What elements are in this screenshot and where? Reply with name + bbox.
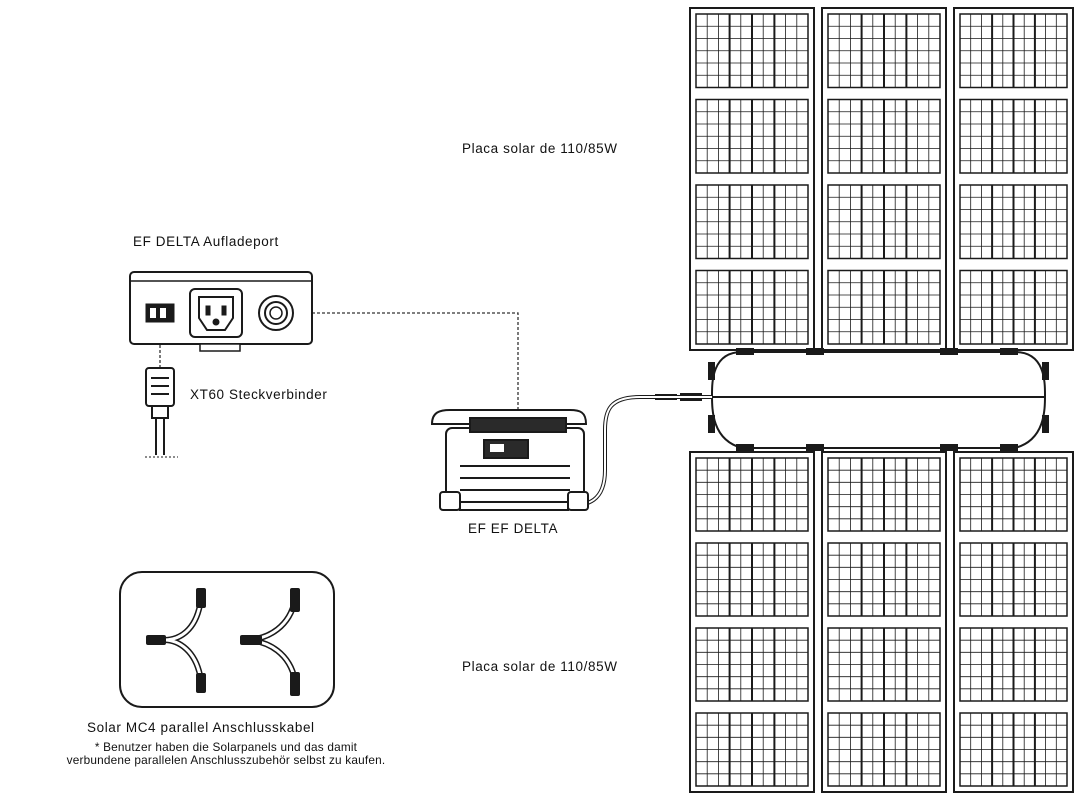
mc4-connector — [806, 348, 824, 355]
cable-loop-left — [710, 351, 743, 449]
charging-port-label: EF DELTA Aufladeport — [133, 234, 279, 249]
charging-port-panel-icon — [129, 271, 313, 352]
solar-panel-cell — [959, 98, 1068, 174]
mc4-connector — [1042, 362, 1049, 380]
power-station-label: EF EF DELTA — [468, 521, 559, 536]
solar-panel-cell — [827, 269, 941, 345]
solar-panel-cell — [695, 542, 809, 617]
purchase-note-line-2: verbundene parallelen Anschlusszubehör s… — [66, 753, 386, 767]
solar-panel-cell — [827, 712, 941, 787]
solar-panel-cell — [827, 184, 941, 260]
solar-panel-cell — [695, 269, 809, 345]
solar-panel-cell — [827, 627, 941, 702]
mc4-connector — [806, 444, 824, 451]
mc4-connector — [940, 444, 958, 451]
solar-panel-cell — [827, 457, 941, 532]
solar-panel-cell — [959, 184, 1068, 260]
solar-panel-cell — [959, 627, 1068, 702]
mc4-connectors-on-loops — [655, 348, 1049, 451]
solar-panel-cell — [827, 542, 941, 617]
solar-panel-cell — [827, 98, 941, 174]
solar-panel-cell — [959, 13, 1068, 89]
mc4-connector — [1000, 444, 1018, 451]
solar-panel-cell — [695, 184, 809, 260]
mc4-connector — [1000, 348, 1018, 355]
mc4-connector — [940, 348, 958, 355]
solar-panel-array-bottom — [689, 451, 1074, 793]
mc4-y-cable-icon — [119, 571, 335, 708]
solar-panel-cell — [695, 13, 809, 89]
solar-panel-cell — [695, 457, 809, 532]
solar-panel-bottom-label: Placa solar de 110/85W — [462, 659, 618, 674]
parallel-cable-loops — [710, 351, 1047, 449]
mc4-connector — [736, 444, 754, 451]
purchase-note-line-1: * Benutzer haben die Solarpanels und das… — [94, 740, 358, 754]
mc4-cable-label: Solar MC4 parallel Anschlusskabel — [87, 720, 315, 735]
xt60-label: XT60 Steckverbinder — [190, 387, 328, 402]
mc4-connector — [708, 415, 715, 433]
solar-panel-cell — [959, 457, 1068, 532]
xt60-plug-icon — [145, 367, 178, 458]
solar-panel-cell — [827, 13, 941, 89]
solar-panel-cell — [695, 98, 809, 174]
cable-loop-right — [1014, 351, 1047, 449]
mc4-connector — [736, 348, 754, 355]
mc4-connector — [708, 362, 715, 380]
mc4-connector — [1042, 415, 1049, 433]
dotted-connection-line — [312, 312, 519, 412]
solar-panel-cell — [959, 269, 1068, 345]
solar-panel-cell — [959, 712, 1068, 787]
solar-panel-array-top — [689, 7, 1074, 351]
purchase-note: * Benutzer haben die Solarpanels und das… — [0, 741, 452, 767]
solar-panel-top-label: Placa solar de 110/85W — [462, 141, 618, 156]
solar-panel-cell — [695, 712, 809, 787]
solar-panel-cell — [695, 627, 809, 702]
solar-panel-cell — [959, 542, 1068, 617]
power-station-icon — [430, 409, 589, 511]
